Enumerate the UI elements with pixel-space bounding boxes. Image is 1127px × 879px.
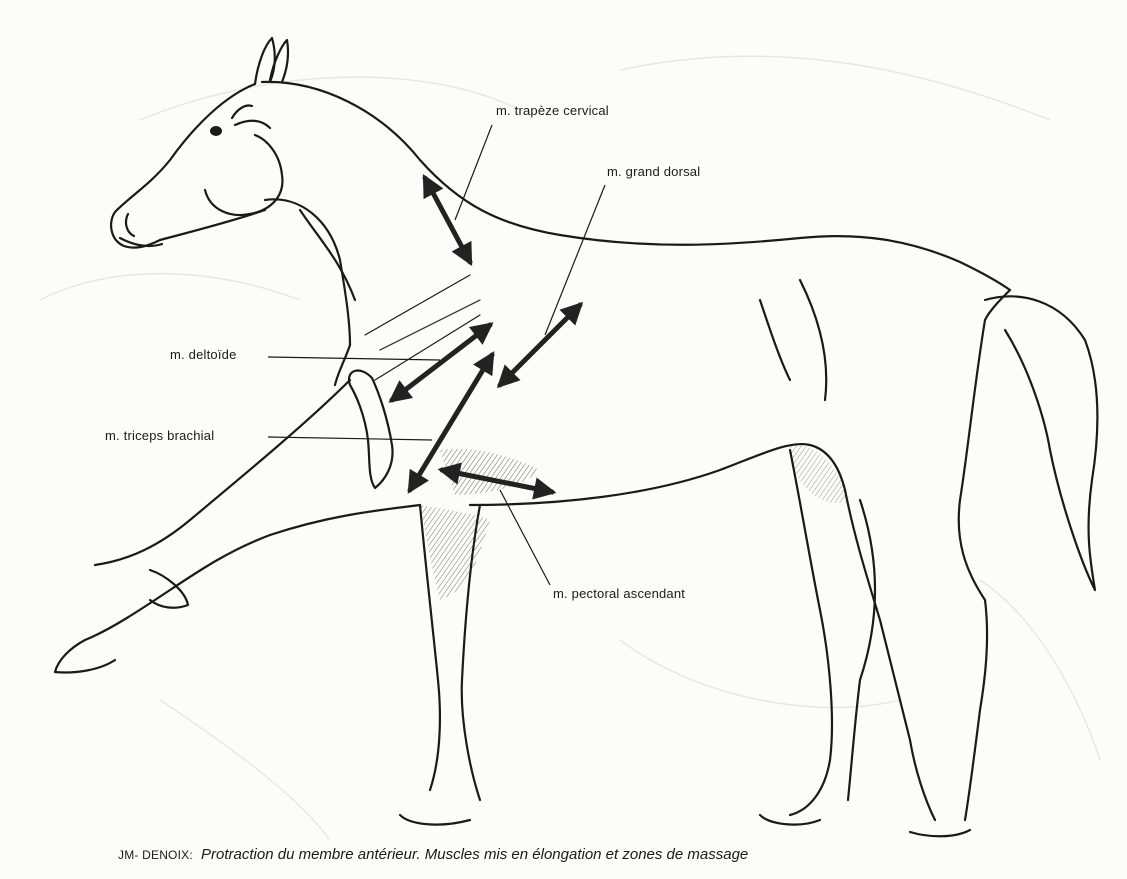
- label-trapeze-cervical: m. trapèze cervical: [496, 103, 609, 118]
- figure-caption: JM- DENOIX: Protraction du membre antéri…: [118, 846, 748, 863]
- crest-and-back: [262, 82, 1010, 290]
- rump: [985, 290, 1010, 320]
- eye-brow: [232, 106, 252, 119]
- ear-front: [255, 38, 275, 84]
- tail: [985, 296, 1097, 590]
- arrow-grand-dorsal: [500, 305, 580, 385]
- lifted-leg-top: [95, 380, 350, 565]
- caption-author: JM- DENOIX:: [118, 848, 193, 862]
- hind-hoof-near: [910, 830, 970, 836]
- lifted-knee: [150, 570, 188, 608]
- hind-leg-far-front: [790, 450, 832, 815]
- hind-hoof-far: [760, 815, 820, 825]
- hind-leg-near-front: [845, 490, 935, 820]
- face-profile: [111, 84, 255, 248]
- leader-deltoide: [268, 357, 440, 360]
- label-pectoral-ascendant: m. pectoral ascendant: [553, 586, 685, 601]
- massage-zones: [420, 444, 850, 600]
- cheek-line: [235, 121, 270, 128]
- lifted-hoof: [55, 640, 115, 673]
- label-grand-dorsal: m. grand dorsal: [607, 164, 700, 179]
- gaskin-line: [760, 300, 790, 380]
- hind-leg-near-back: [965, 600, 987, 820]
- massage-zone-forearm: [420, 505, 490, 600]
- paper-ghosting: [40, 56, 1100, 840]
- chest: [335, 345, 350, 385]
- caption-text: Protraction du membre antérieur. Muscles…: [201, 846, 748, 863]
- humerus-bone: [349, 371, 393, 488]
- label-triceps-brachial: m. triceps brachial: [105, 428, 214, 443]
- lifted-leg-bottom: [85, 505, 420, 640]
- foreleg-hoof: [400, 815, 470, 825]
- nostril: [126, 214, 134, 236]
- jaw: [205, 135, 282, 215]
- shoulder-line-1: [365, 275, 470, 335]
- hind-leg-far-back: [848, 500, 875, 800]
- leader-triceps: [268, 437, 432, 440]
- neck-groove: [300, 210, 355, 300]
- label-deltoide: m. deltoïde: [170, 347, 237, 362]
- thigh-back: [959, 320, 985, 600]
- horse-eye: [210, 126, 222, 136]
- flank-line: [800, 280, 826, 400]
- arrow-trapeze: [425, 178, 470, 262]
- elongation-arrows: [392, 178, 580, 492]
